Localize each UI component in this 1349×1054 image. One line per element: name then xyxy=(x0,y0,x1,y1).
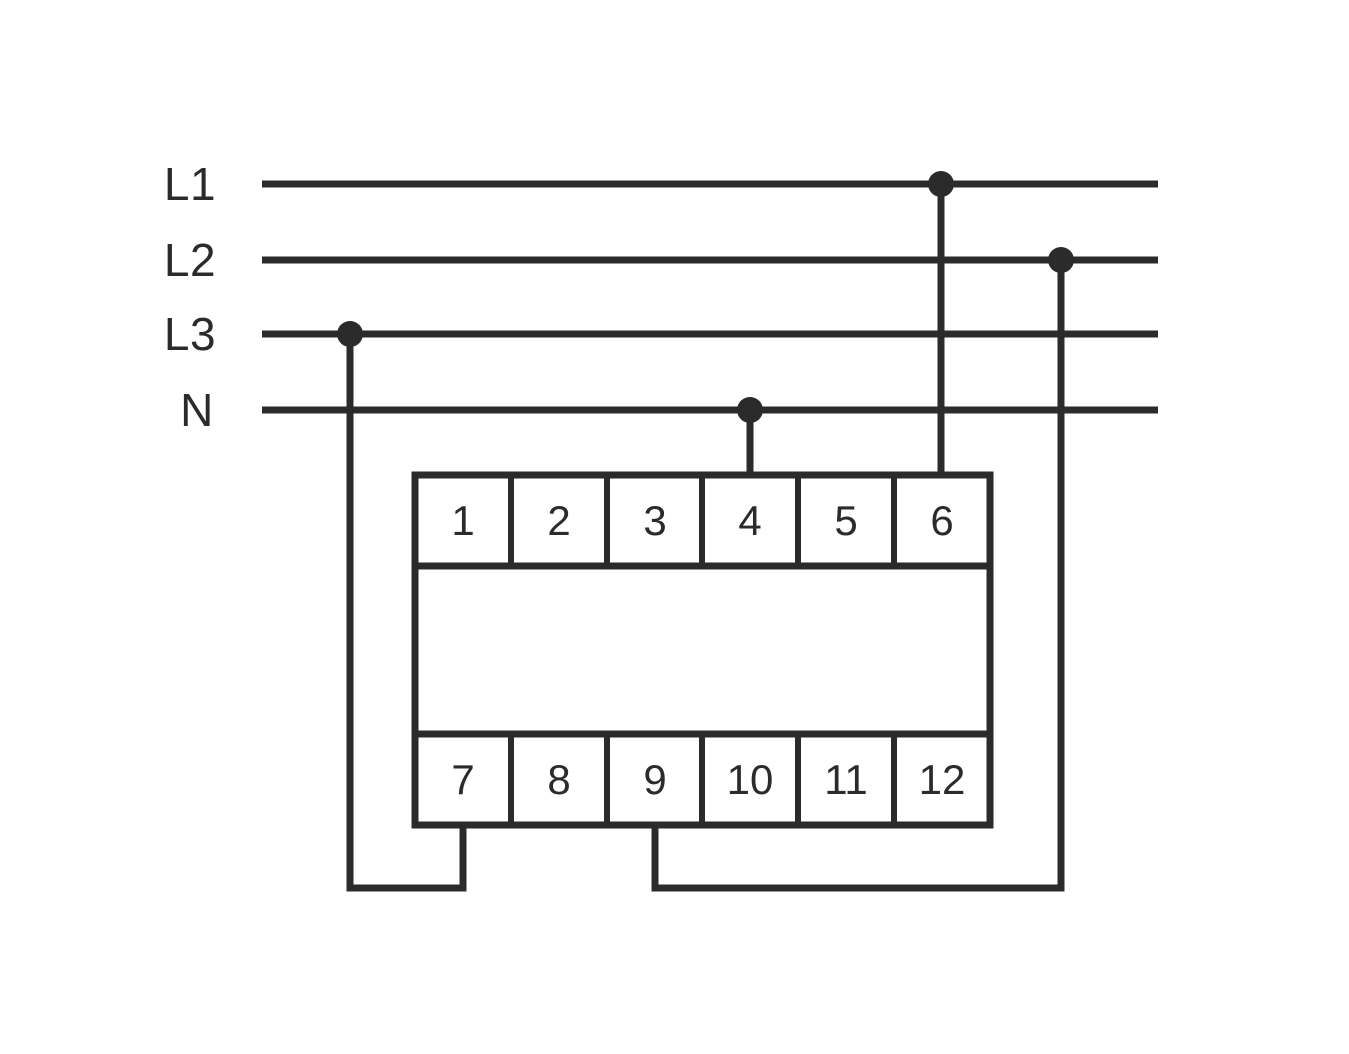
junction-dot-l3 xyxy=(337,321,363,347)
terminal-label-6: 6 xyxy=(930,497,953,544)
terminal-label-12: 12 xyxy=(919,756,966,803)
junction-dot-l1 xyxy=(928,171,954,197)
terminal-label-3: 3 xyxy=(643,497,666,544)
wire-terminal-9-to-l2 xyxy=(651,260,1065,892)
terminal-label-10: 10 xyxy=(727,756,774,803)
terminal-label-7: 7 xyxy=(451,756,474,803)
terminal-label-5: 5 xyxy=(834,497,857,544)
junction-dot-l2 xyxy=(1048,247,1074,273)
bus-label-l1: L1 xyxy=(164,158,216,210)
junction-dot-n xyxy=(737,397,763,423)
wire-l3-to-terminal-7 xyxy=(346,334,467,892)
terminal-block-device: 1 2 3 4 5 6 7 8 9 10 11 12 xyxy=(411,471,994,829)
bus-labels-group: L1 L2 L3 N xyxy=(164,158,216,436)
terminal-dividers-bottom xyxy=(508,737,897,822)
terminal-numbers-bottom: 7 8 9 10 11 12 xyxy=(451,756,965,803)
terminal-label-1: 1 xyxy=(451,497,474,544)
terminal-label-11: 11 xyxy=(824,756,868,803)
bus-label-l3: L3 xyxy=(164,308,216,360)
bus-lines-group xyxy=(262,180,1158,414)
terminal-label-4: 4 xyxy=(738,497,761,544)
bus-label-l2: L2 xyxy=(164,234,216,286)
terminal-label-9: 9 xyxy=(643,756,666,803)
junction-dots-group xyxy=(337,171,1074,423)
terminal-dividers-top xyxy=(508,478,897,563)
terminal-label-8: 8 xyxy=(547,756,570,803)
bus-label-n: N xyxy=(180,384,214,436)
terminal-numbers-top: 1 2 3 4 5 6 xyxy=(451,497,953,544)
terminal-label-2: 2 xyxy=(547,497,570,544)
